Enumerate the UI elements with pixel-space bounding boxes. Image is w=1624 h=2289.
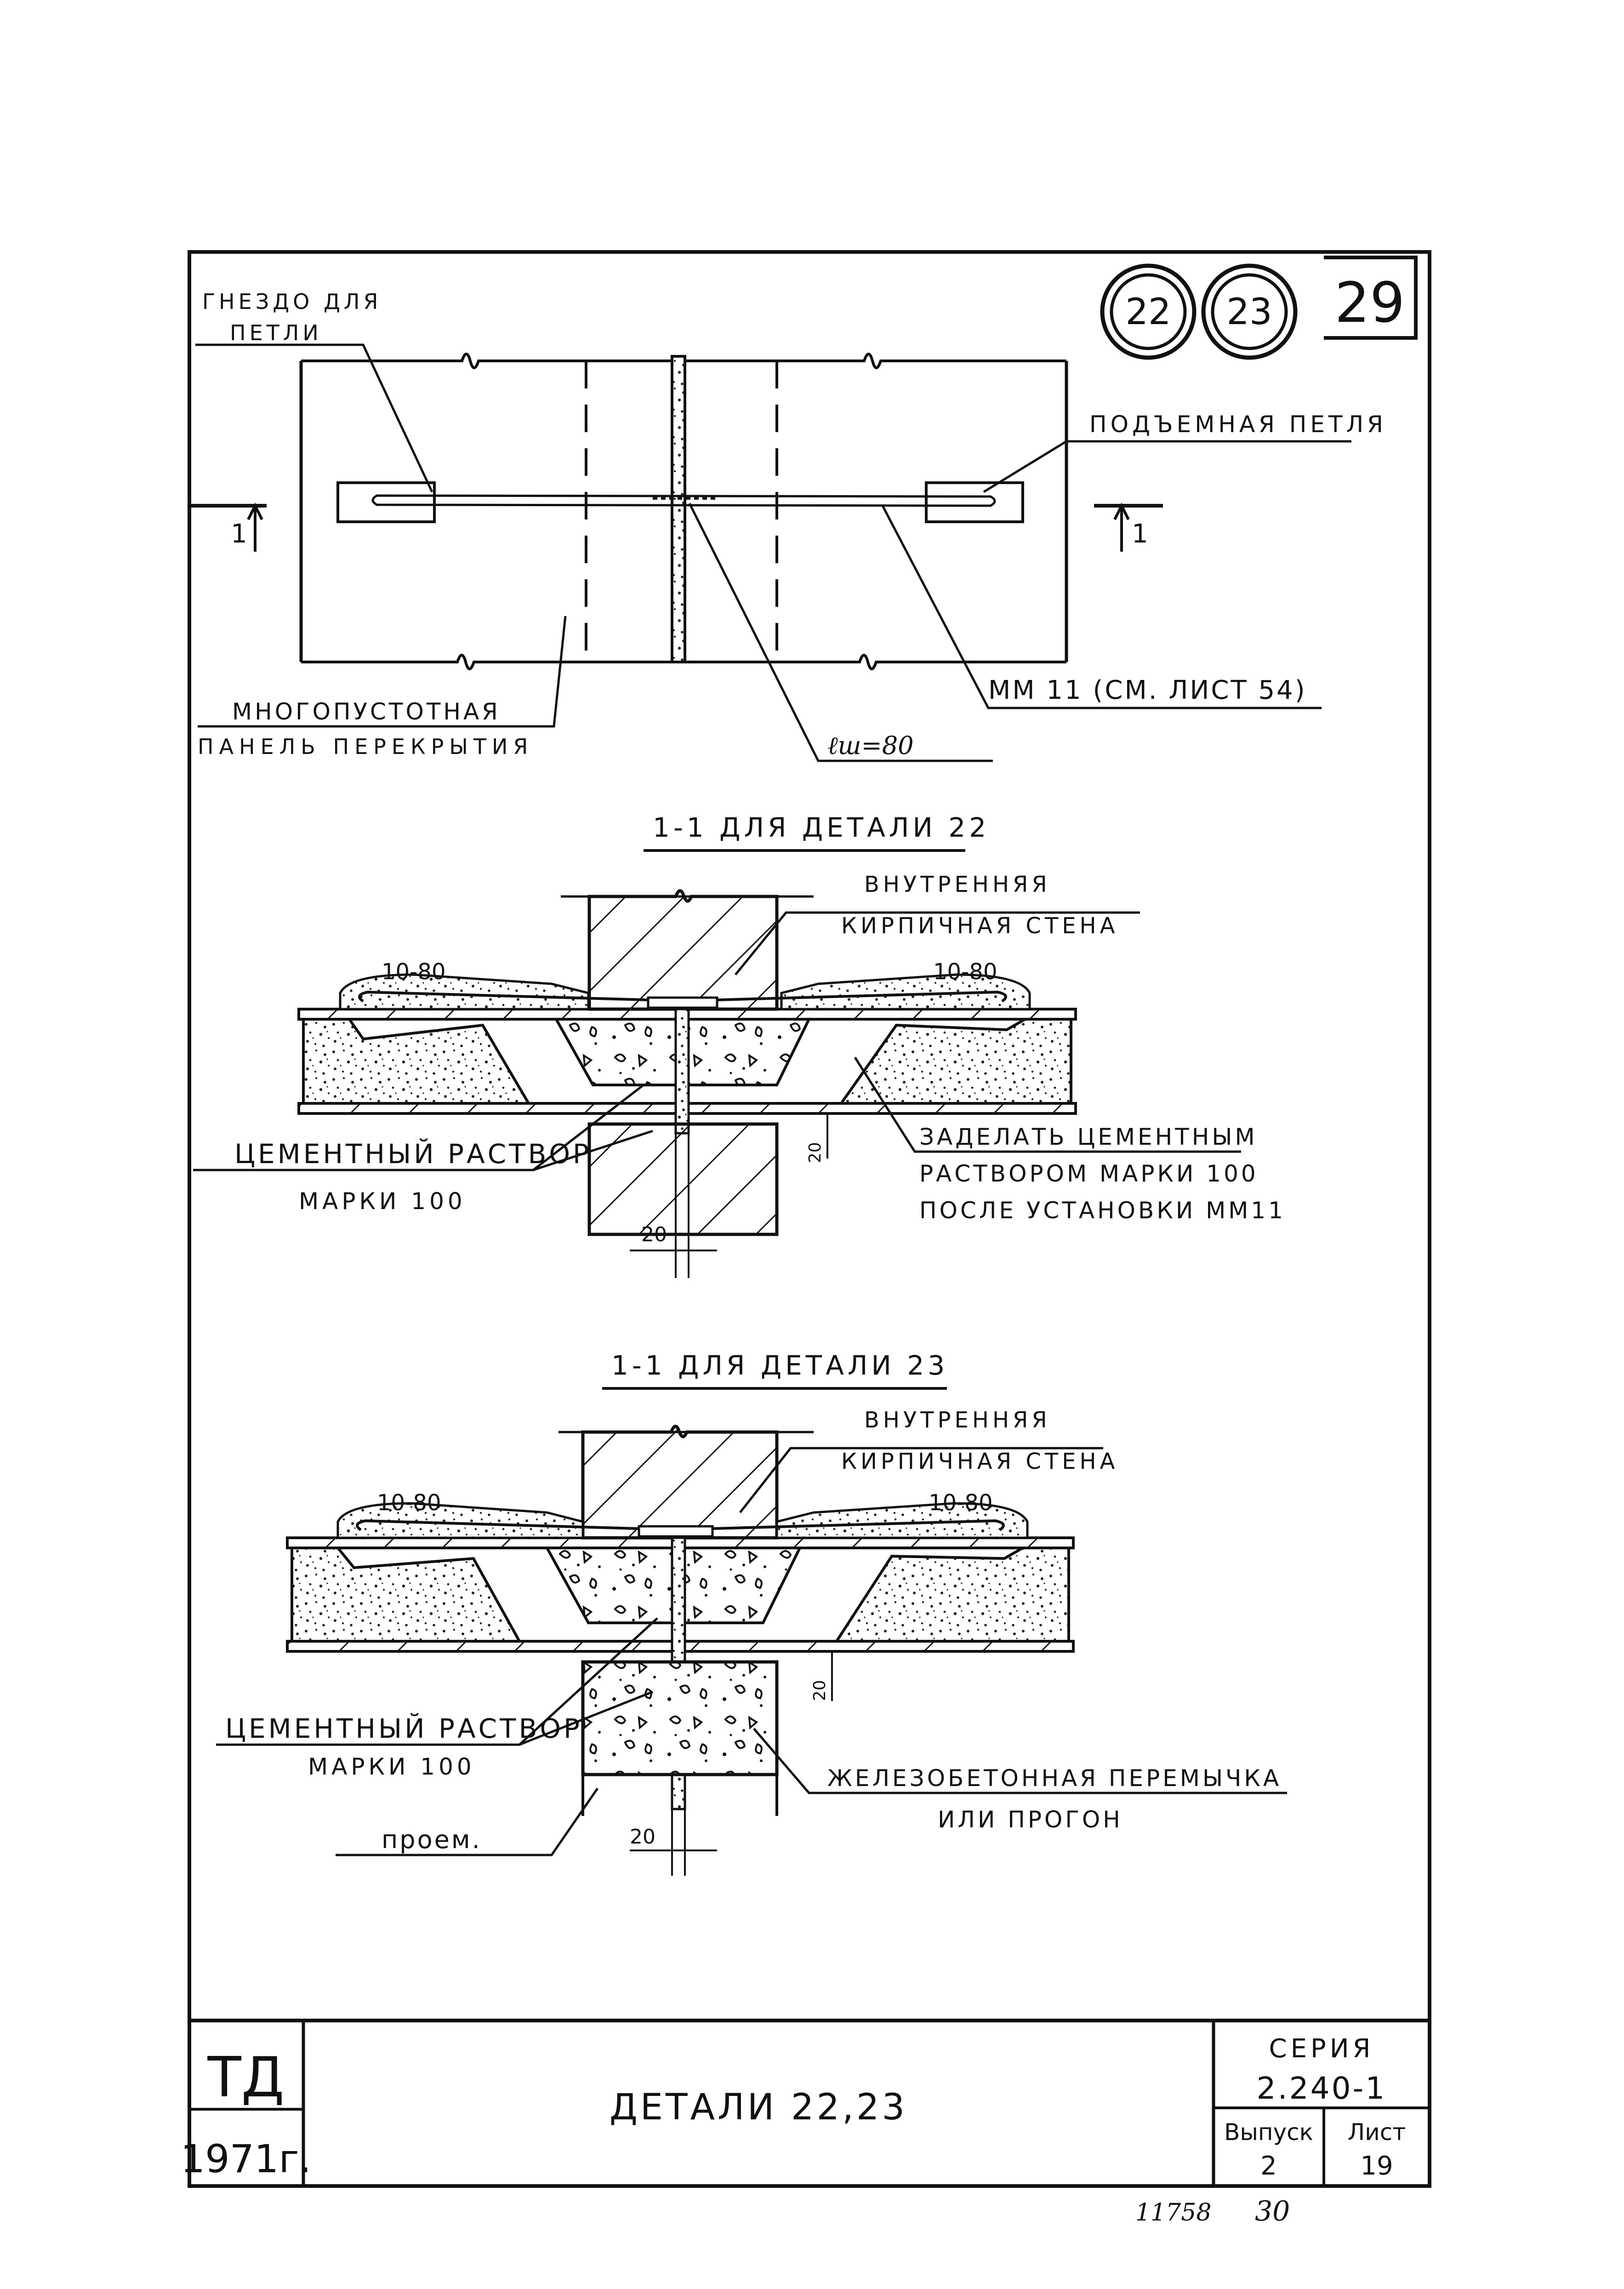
gap-fill-22 (674, 1008, 690, 1135)
weld-length-label: ℓш=80 (827, 731, 914, 760)
section-marker-left: 1 (189, 502, 267, 552)
socket-label-line2: ПЕТЛИ (230, 320, 322, 345)
archive-number: 11758 (1135, 2199, 1211, 2226)
weld-left-22: 10-80 (382, 959, 445, 985)
loop-socket-right (925, 481, 1024, 523)
mortar-joint (671, 355, 686, 663)
page-number-box: 29 (1324, 256, 1418, 340)
leader-panel (198, 616, 567, 728)
section-marker-right: 1 (1094, 502, 1163, 552)
plan-bottom-edge (301, 654, 1066, 670)
dim-bottom-23: 20 (810, 1680, 829, 1701)
section-marker-left-label: 1 (231, 519, 247, 549)
grout-cap-right-22 (780, 973, 1031, 1010)
page-number: 29 (1335, 271, 1405, 335)
seal-line1-22: ЗАДЕЛАТЬ ЦЕМЕНТНЫМ (919, 1124, 1258, 1150)
series-value: 2.240-1 (1257, 2071, 1387, 2106)
weld-left-23: 10-80 (377, 1490, 441, 1516)
grout-cap-right-23 (775, 1502, 1029, 1539)
lintel-line2-23: ИЛИ ПРОГОН (938, 1806, 1123, 1833)
panel-core-left-22 (302, 1018, 531, 1105)
section-marker-right-label: 1 (1132, 519, 1148, 549)
loop-right-22 (717, 990, 1007, 1003)
loop-socket-left (336, 481, 436, 523)
plan-view: 1 1 ГНЕЗДО ДЛЯ ПЕТЛИ ПОДЪЕМНАЯ ПЕТЛЯ ММ … (189, 289, 1387, 762)
title-block: ТД 1971г. ДЕТАЛИ 22,23 СЕРИЯ 2.240-1 Вып… (181, 2034, 1406, 2181)
sheet-label: Лист (1348, 2119, 1406, 2146)
grout-cap-left-23 (336, 1502, 584, 1539)
panel-label-line2: ПАНЕЛЬ ПЕРЕКРЫТИЯ (198, 734, 533, 759)
tie-label: ММ 11 (СМ. ЛИСТ 54) (988, 675, 1307, 705)
leader-wall-23 (739, 1447, 1103, 1513)
detail-badge-23-label: 23 (1226, 291, 1272, 333)
panel-label-line1: МНОГОПУСТОТНАЯ (232, 698, 501, 725)
weld-right-23: 10-80 (929, 1490, 992, 1516)
leader-mortar-23b (519, 1690, 653, 1746)
footer-page-number: 30 (1255, 2195, 1290, 2227)
mortar-line1-23: ЦЕМЕНТНЫЙ РАСТВОР (225, 1712, 582, 1744)
wall-line1-23: ВНУТРЕННЯЯ (864, 1407, 1051, 1433)
org-mark: ТД (207, 2046, 284, 2110)
leader-seal-22 (854, 1056, 1241, 1153)
opening-label-23: проем. (382, 1825, 482, 1854)
leader-lintel-23 (753, 1728, 1287, 1794)
detail-badge-22-label: 22 (1125, 291, 1171, 333)
year: 1971г. (181, 2136, 312, 2181)
wall-line2-23: КИРПИЧНАЯ СТЕНА (841, 1449, 1118, 1474)
seal-line2-22: РАСТВОРОМ МАРКИ 100 (919, 1160, 1259, 1187)
tie-bar (371, 494, 996, 507)
brick-wall-upper-23 (581, 1425, 779, 1540)
sheet-value: 19 (1360, 2151, 1393, 2181)
weld-right-22: 10-80 (933, 959, 997, 985)
mortar-line1-22: ЦЕМЕНТНЫЙ РАСТВОР (234, 1138, 592, 1170)
loop-right-23 (712, 1519, 1005, 1531)
wall-line1-22: ВНУТРЕННЯЯ (864, 872, 1051, 897)
leader-socket (195, 343, 433, 493)
leader-lifting-loop (983, 440, 1351, 493)
leader-tie (881, 505, 1322, 709)
leader-mortar-22b (533, 1130, 653, 1171)
socket-label-line1: ГНЕЗДО ДЛЯ (202, 289, 382, 314)
plate-22 (647, 996, 718, 1009)
sheet-title: ДЕТАЛИ 22,23 (610, 2087, 907, 2128)
mortar-line2-22: МАРКИ 100 (299, 1188, 466, 1215)
section-detail-22: 1-1 ДЛЯ ДЕТАЛИ 22 10-80 10-80 20 20 (193, 812, 1286, 1278)
leader-weld (688, 502, 993, 762)
panel-core-right-23 (834, 1547, 1070, 1643)
section-22-title: 1-1 ДЛЯ ДЕТАЛИ 22 (653, 812, 990, 843)
dim-gap-23: 20 (630, 1825, 655, 1849)
detail-badge-22: 22 (1100, 263, 1197, 360)
issue-value: 2 (1260, 2151, 1277, 2181)
section-detail-23: 1-1 ДЛЯ ДЕТАЛИ 23 10-80 10-80 20 20 (216, 1350, 1287, 1876)
grout-cap-left-22 (339, 973, 590, 1010)
seal-line3-22: ПОСЛЕ УСТАНОВКИ ММ11 (919, 1197, 1286, 1224)
brick-wall-upper-22 (587, 889, 779, 1011)
lintel-beam-23 (581, 1660, 779, 1776)
panel-core-right-22 (838, 1018, 1072, 1105)
brick-wall-lower-22 (587, 1122, 779, 1236)
series-label: СЕРИЯ (1269, 2034, 1374, 2064)
dim-bottom-22: 20 (806, 1142, 825, 1163)
loop-left-23 (356, 1519, 639, 1531)
loop-left-22 (358, 990, 649, 1003)
issue-label: Выпуск (1224, 2119, 1313, 2146)
lintel-line1-23: ЖЕЛЕЗОБЕТОННАЯ ПЕРЕМЫЧКА (827, 1765, 1282, 1792)
leader-opening-23 (336, 1787, 599, 1856)
dim-gap-22: 20 (641, 1223, 667, 1246)
section-23-title: 1-1 ДЛЯ ДЕТАЛИ 23 (611, 1350, 948, 1381)
sheet-frame (188, 250, 1431, 2188)
wall-line2-22: КИРПИЧНАЯ СТЕНА (841, 913, 1118, 939)
mortar-line2-23: МАРКИ 100 (308, 1753, 475, 1780)
panel-core-left-23 (291, 1547, 522, 1643)
detail-badge-23: 23 (1201, 263, 1298, 360)
lifting-loop-label: ПОДЪЕМНАЯ ПЕТЛЯ (1089, 411, 1387, 438)
plate-23 (638, 1525, 714, 1538)
leader-wall-22 (735, 911, 1140, 976)
footer: 11758 30 (1135, 2195, 1290, 2227)
